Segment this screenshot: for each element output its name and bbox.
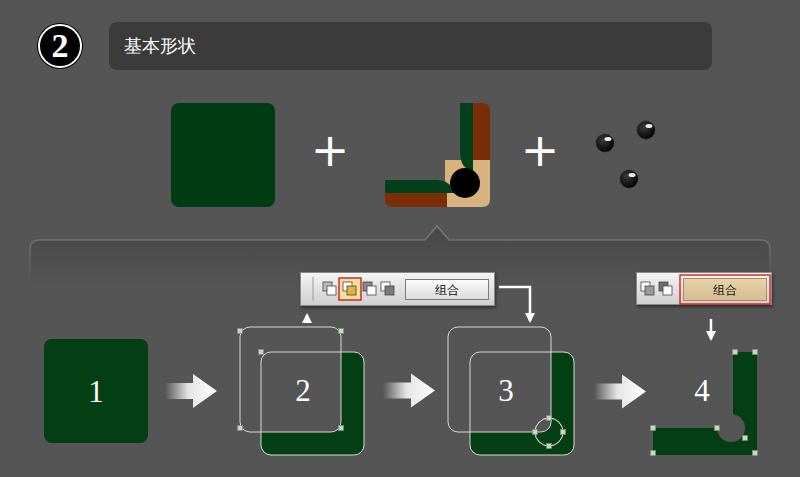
shape-step: 2: [236, 323, 366, 458]
plus-sign: +: [311, 127, 350, 173]
step-arrow: [594, 375, 646, 409]
shape-step: 1: [44, 339, 148, 443]
step-number: 2: [52, 29, 69, 63]
step-number: 4: [694, 375, 710, 406]
plus-sign: +: [521, 127, 560, 173]
corner-piece: [385, 103, 490, 207]
pocket-balls: [596, 121, 655, 188]
title-text: 基本形状: [124, 37, 196, 55]
step-number: 1: [88, 376, 104, 407]
green-square: [171, 103, 275, 207]
callout-panel: [30, 226, 770, 477]
step-arrow: [383, 374, 435, 408]
toolbar-panel: 组合: [636, 272, 772, 305]
combine-button: 组合: [683, 278, 767, 301]
toolbar-panel: 组合: [300, 272, 495, 306]
pointer-arrow: [499, 287, 530, 321]
pointer-arrow: [306, 315, 309, 320]
shape-step: 4: [648, 347, 762, 457]
step-badge: 2: [38, 24, 82, 68]
step-number: 2: [295, 375, 311, 406]
step-arrow: [165, 374, 217, 408]
pointer-arrow: [710, 319, 713, 339]
combine-button: 组合: [405, 279, 489, 300]
step-number: 3: [498, 375, 514, 406]
shape-step: 3: [444, 325, 577, 458]
title-bar: [109, 22, 712, 70]
